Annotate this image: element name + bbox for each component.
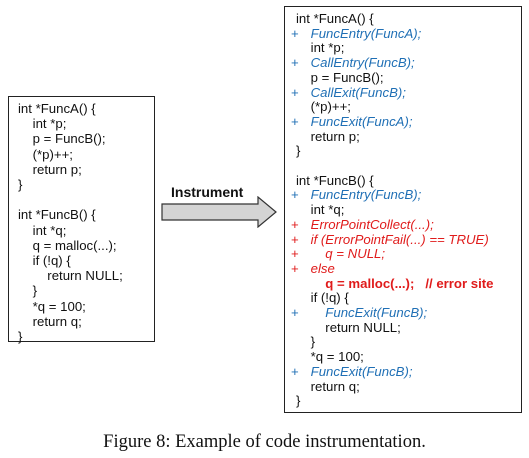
instrumented-code-line: q = malloc(...); // error site: [296, 275, 494, 291]
original-code-line: int *FuncA() {: [18, 101, 96, 116]
instrumented-code-line: }: [296, 334, 316, 350]
original-code-line: return NULL;: [18, 268, 123, 284]
instrumentation-marker: +: [291, 363, 299, 379]
original-code-line: *q = 100;: [18, 298, 86, 314]
original-code-box: int *FuncA() { int *p; p = FuncB(); (*p)…: [8, 96, 155, 344]
instrumentation-marker: +: [291, 231, 299, 247]
instrumented-code-line: q = NULL;: [296, 246, 386, 262]
original-code-line: int *p;: [18, 116, 67, 132]
instrumented-code-line: if (ErrorPointFail(...) == TRUE): [296, 231, 489, 247]
instrument-arrow-icon: [161, 196, 277, 228]
instrumented-code-line: ErrorPointCollect(...);: [296, 216, 434, 232]
original-code-line: }: [18, 283, 38, 299]
instrumented-code-line: (*p)++;: [296, 99, 351, 115]
original-code-line: q = malloc(...);: [18, 237, 117, 253]
instrument-arrow-label: Instrument: [171, 184, 244, 200]
original-code-line: }: [18, 329, 23, 344]
instrumented-code-line: return q;: [296, 378, 360, 394]
instrumented-code-line: p = FuncB();: [296, 69, 384, 85]
instrumentation-marker: +: [291, 305, 299, 320]
instrumented-code-box: int *FuncA() {+ FuncEntry(FuncA); int *p…: [284, 6, 522, 413]
instrumented-code-line: return p;: [296, 128, 360, 144]
instrumented-code-line: int *FuncB() {: [296, 172, 374, 188]
instrumented-code-line: int *q;: [296, 202, 345, 218]
figure-caption: Figure 8: Example of code instrumentatio…: [103, 432, 426, 452]
instrumented-code-line: FuncExit(FuncB);: [296, 363, 413, 379]
original-code-line: return q;: [18, 313, 82, 329]
original-code-line: return p;: [18, 161, 82, 177]
original-code-line: p = FuncB();: [18, 131, 106, 147]
original-code-line: int *FuncB() {: [18, 207, 96, 223]
instrumentation-marker: +: [291, 246, 299, 262]
instrumented-code-line: CallExit(FuncB);: [296, 84, 406, 100]
instrumented-code-line: else: [296, 260, 335, 276]
instrumentation-marker: +: [291, 216, 299, 232]
instrumented-code-line: int *FuncA() {: [296, 11, 374, 26]
original-code-line: int *q;: [18, 222, 67, 238]
instrumented-code-line: int *p;: [296, 40, 345, 56]
instrumentation-marker: +: [291, 187, 299, 203]
instrumented-code-line: FuncExit(FuncA);: [296, 113, 413, 129]
instrumentation-marker: +: [291, 84, 299, 100]
original-code-line: (*p)++;: [18, 146, 73, 162]
instrumentation-marker: +: [291, 113, 299, 129]
instrumented-code-line: }: [296, 143, 301, 159]
instrumented-code-line: if (!q) {: [296, 290, 349, 306]
instrumentation-marker: +: [291, 25, 299, 41]
original-code-line: }: [18, 177, 23, 192]
instrumented-code-line: FuncEntry(FuncA);: [296, 25, 422, 41]
instrumented-code-line: FuncExit(FuncB);: [296, 305, 428, 320]
instrumented-code-line: }: [296, 393, 301, 409]
instrumentation-marker: +: [291, 260, 299, 276]
instrumented-code-line: *q = 100;: [296, 349, 364, 365]
instrumentation-marker: +: [291, 55, 299, 71]
instrumented-code-line: CallEntry(FuncB);: [296, 55, 415, 71]
instrumented-code-line: return NULL;: [296, 319, 401, 335]
original-code-line: if (!q) {: [18, 253, 71, 268]
instrumented-code-line: FuncEntry(FuncB);: [296, 187, 422, 203]
